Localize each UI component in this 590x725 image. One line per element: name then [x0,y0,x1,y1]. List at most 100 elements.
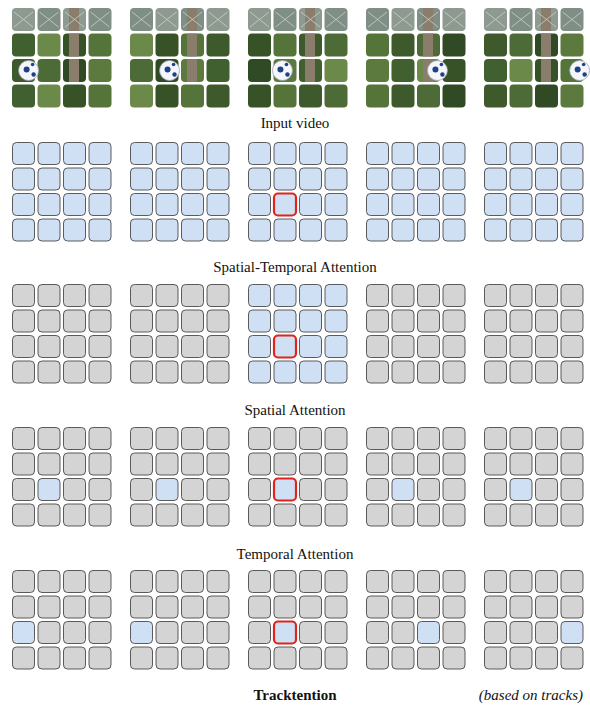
token-cell [325,622,347,644]
token-cell [510,596,532,618]
token-cell [207,310,229,332]
token-cell [485,647,507,669]
video-tile [561,8,584,31]
fence-wire [158,12,177,27]
token-cell [325,428,347,450]
token-cell [64,361,86,383]
note-text: (based on tracks) [479,687,583,704]
token-cell [510,285,532,307]
token-cell [64,143,86,165]
ball-patch [24,67,30,73]
token-cell [418,453,440,475]
token-cell [13,622,35,644]
token-cell [443,168,465,190]
video-tile [38,8,61,31]
token-cell [64,596,86,618]
token-cell [536,310,558,332]
token-cell [64,504,86,526]
token-cell [561,168,583,190]
token-cell [38,219,60,241]
token-cell [510,194,532,216]
video-tile [181,85,204,108]
video-tile [510,85,533,108]
token-cell [249,596,271,618]
token-cell [38,168,60,190]
token-cell [300,571,322,593]
token-cell [249,168,271,190]
token-cell [485,428,507,450]
token-cell [443,310,465,332]
token-cell [392,647,414,669]
token-cell [325,194,347,216]
token-cell [131,310,153,332]
token-cell [207,504,229,526]
token-cell [485,336,507,358]
token-cell [443,504,465,526]
token-cell [300,168,322,190]
token-cell [392,310,414,332]
video-tile [207,8,230,31]
token-cell [156,336,178,358]
video-tile [366,8,389,31]
token-cell [485,596,507,618]
token-cell [64,310,86,332]
video-tile [207,59,230,82]
token-cell [182,504,204,526]
ball [272,61,292,81]
token-cell [182,336,204,358]
token-cell [89,504,111,526]
token-cell [443,285,465,307]
token-cell [131,143,153,165]
token-cell [274,453,296,475]
video-tile [417,34,440,57]
token-cell [536,168,558,190]
token-cell [510,571,532,593]
token-cell [131,428,153,450]
token-cell [274,285,296,307]
token-cell [418,571,440,593]
token-cell [443,453,465,475]
token-cell [274,647,296,669]
token-cell [38,479,60,501]
token-cell [131,647,153,669]
token-cell [536,285,558,307]
token-cell [156,479,178,501]
tree-trunk [305,59,315,82]
token-cell [536,143,558,165]
token-cell [156,194,178,216]
token-cell [131,504,153,526]
token-cell [249,571,271,593]
video-tile [299,85,322,108]
token-cell [561,453,583,475]
token-cell [207,143,229,165]
token-cell [274,310,296,332]
video-tile [392,85,415,108]
token-cell [367,479,389,501]
token-cell [207,647,229,669]
token-cell [392,143,414,165]
token-cell [274,428,296,450]
token-cell [510,453,532,475]
token-cell [13,219,35,241]
video-tile [561,85,584,108]
token-cell [38,310,60,332]
fence-wire [183,12,202,27]
token-cell [89,168,111,190]
token-cell [13,194,35,216]
token-cell [156,504,178,526]
video-tile [63,34,86,57]
token-cell [485,143,507,165]
video-tile [484,8,507,31]
video-tile [299,8,322,31]
video-tile [207,85,230,108]
token-cell [64,622,86,644]
token-cell [249,285,271,307]
token-cell [485,479,507,501]
token-cell [182,310,204,332]
token-cell [536,453,558,475]
token-cell [182,428,204,450]
ball-patch [582,72,586,76]
token-cell [367,622,389,644]
video-tile [299,34,322,57]
token-cell [156,622,178,644]
